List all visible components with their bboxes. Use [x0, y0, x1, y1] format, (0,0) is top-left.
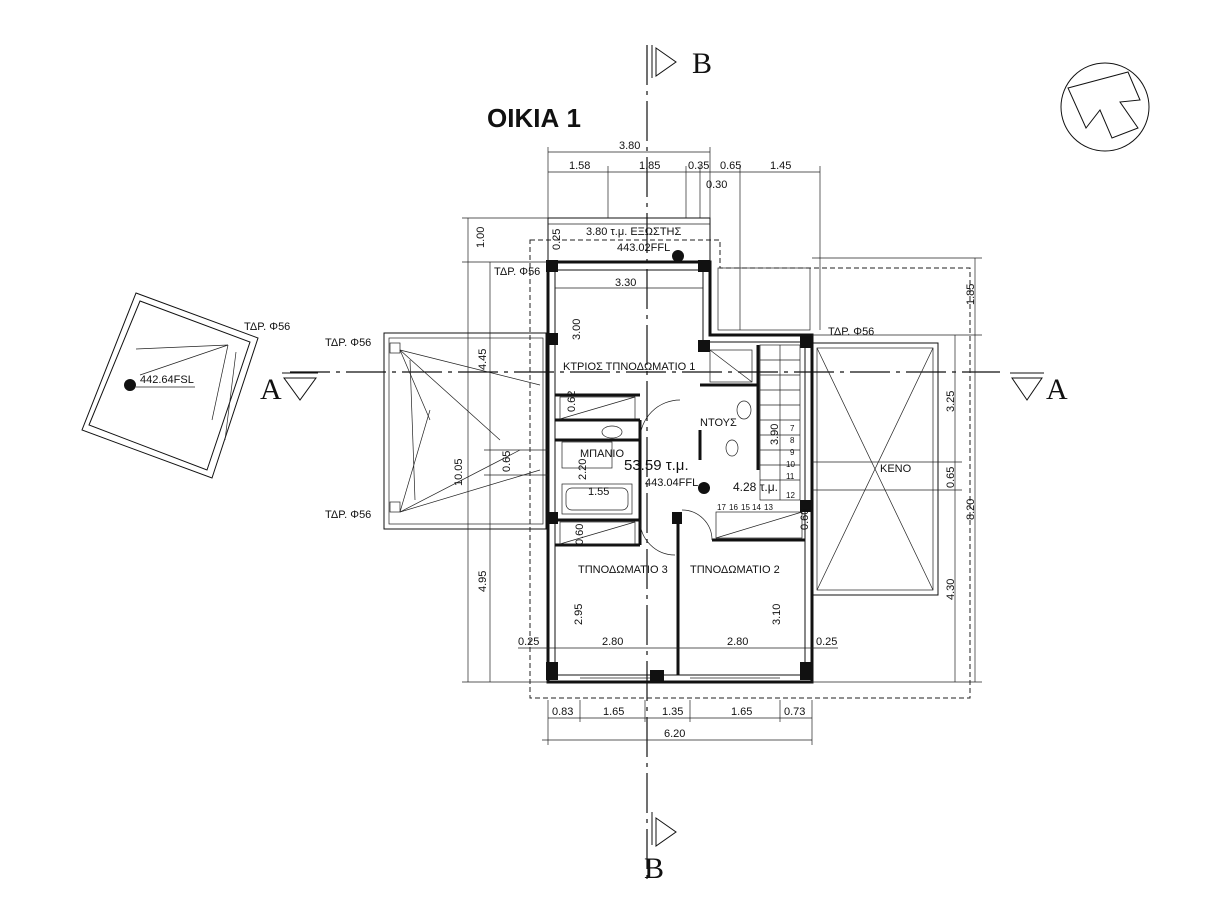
- stair-number: 14: [752, 503, 761, 512]
- dim-right-1: 1.85: [965, 284, 977, 305]
- stair-number: 8: [790, 436, 795, 445]
- area-main: 53.59 τ.μ.: [624, 457, 689, 474]
- stair-number: 12: [786, 491, 795, 500]
- dim-stair-length: 3.90: [769, 424, 781, 445]
- level-marker-icon: [698, 482, 710, 494]
- dim-top-5: 1.45: [770, 160, 791, 172]
- level-roof-slab: 442.64FSL: [140, 374, 194, 386]
- dim-bath-2: 2.20: [577, 459, 589, 480]
- stair-number: 13: [764, 503, 773, 512]
- dimension-chain-left: 1.00 4.45 10.05 4.95 0.65: [453, 217, 548, 683]
- dim-bottom-1: 0.83: [552, 706, 573, 718]
- dim-bedroom-3-depth: 2.95: [573, 604, 585, 625]
- balcony: 3.80 τ.μ. ΕΞΩΣΤΗΣ 443.02FFL 0.25 ΤΔΡ. Φ5…: [494, 217, 711, 278]
- dim-inner-right: 2.80: [727, 636, 748, 648]
- dim-top-2: 1.85: [639, 160, 660, 172]
- level-balcony: 443.02FFL: [617, 242, 670, 254]
- drain-label-5: ΤΔΡ. Φ56: [494, 266, 540, 278]
- dim-bottom-4: 1.65: [731, 706, 752, 718]
- void-area: ΚΕΝΟ ΤΔΡ. Φ56: [811, 326, 939, 596]
- upper-roof-outline: [717, 267, 811, 331]
- outline-below: [529, 239, 971, 699]
- bath-fixtures: [561, 349, 753, 515]
- dimension-chain-right: 1.85 3.25 0.65 8.20 4.30: [812, 257, 982, 683]
- dim-left-3: 10.05: [453, 458, 465, 486]
- stair-number: 16: [729, 503, 738, 512]
- room-label-balcony: 3.80 τ.μ. ΕΞΩΣΤΗΣ: [586, 226, 681, 238]
- stair-number: 11: [786, 472, 795, 481]
- dim-right-3: 0.65: [945, 467, 957, 488]
- dim-top-4: 0.65: [720, 160, 741, 172]
- room-label-void: ΚΕΝΟ: [880, 463, 912, 475]
- dim-right-5: 4.30: [945, 579, 957, 600]
- drain-label-1: ΤΔΡ. Φ56: [244, 321, 290, 333]
- room-label-bathroom: ΜΠΑΝΙΟ: [580, 448, 624, 460]
- dim-edge-right: 0.25: [816, 636, 837, 648]
- dim-top-1: 1.58: [569, 160, 590, 172]
- section-marker-b-top: B: [651, 45, 712, 80]
- dim-bedroom-2-depth: 3.10: [771, 604, 783, 625]
- section-marker-a-right: A: [1010, 372, 1068, 406]
- room-label-master-bedroom: ΚΤΡΙΟΣ ΤΠΝΟΔΩΜΑΤΙΟ 1: [563, 361, 695, 373]
- section-label-a-right: A: [1046, 373, 1068, 406]
- roof-slab: 442.64FSL ΤΔΡ. Φ56: [81, 292, 290, 479]
- plan-title: ΟΙΚΙΑ 1: [487, 103, 581, 133]
- section-label-a-left: A: [260, 373, 282, 406]
- area-stair: 4.28 τ.μ.: [733, 480, 778, 494]
- dim-wardrobe-3: 0.60: [799, 509, 811, 530]
- dim-top-small: 0.30: [706, 179, 727, 191]
- wardrobes: [559, 396, 803, 545]
- dim-master-width: 3.30: [615, 277, 636, 289]
- stair-number: 17: [717, 503, 726, 512]
- room-label-bedroom-2: ΤΠΝΟΔΩΜΑΤΙΟ 2: [690, 564, 780, 576]
- dim-inner-left: 2.80: [602, 636, 623, 648]
- room-label-shower: ΝΤΟΥΣ: [700, 417, 737, 429]
- section-marker-a-left: A: [260, 372, 318, 406]
- dim-top-total: 3.80: [619, 140, 640, 152]
- stair-number: 7: [790, 424, 795, 433]
- dim-bottom-3: 1.35: [662, 706, 683, 718]
- dim-master-depth: 3.00: [571, 319, 583, 340]
- dim-right-2: 3.25: [945, 391, 957, 412]
- section-label-b-bottom: B: [644, 852, 664, 885]
- dim-wardrobe-1: 0.62: [566, 391, 578, 412]
- dim-balcony-depth: 0.25: [551, 229, 563, 250]
- dim-top-3: 0.35: [688, 160, 709, 172]
- dim-edge-left: 0.25: [518, 636, 539, 648]
- dim-bottom-2: 1.65: [603, 706, 624, 718]
- stair: 7 8 9 10 11 12 13 14 15 16 17 3.90: [717, 344, 801, 512]
- dimension-chain-bottom: 0.25 2.80 2.80 0.25 0.83 1.65 1.35 1.65 …: [518, 391, 838, 745]
- dim-left-5: 0.65: [501, 451, 513, 472]
- dim-bottom-total: 6.20: [664, 728, 685, 740]
- stair-number: 15: [741, 503, 750, 512]
- dimension-chain-top: 3.80 1.58 1.85 0.35 0.65 1.45 0.30 3.30 …: [547, 140, 821, 340]
- section-label-b-top: B: [692, 47, 712, 80]
- dim-wardrobe-2: 0.60: [574, 524, 586, 545]
- dim-bottom-5: 0.73: [784, 706, 805, 718]
- dim-left-1: 1.00: [475, 227, 487, 248]
- north-arrow-icon: [1060, 62, 1150, 152]
- stair-number: 9: [790, 448, 795, 457]
- left-terrace: ΤΔΡ. Φ56 ΤΔΡ. Φ56: [325, 332, 547, 530]
- dim-left-2: 4.45: [477, 349, 489, 370]
- drain-label-2: ΤΔΡ. Φ56: [325, 337, 371, 349]
- section-marker-b-bottom: B: [644, 812, 677, 885]
- level-main: 443.04FFL: [645, 477, 698, 489]
- dim-right-4: 8.20: [965, 499, 977, 520]
- drain-label-4: ΤΔΡ. Φ56: [828, 326, 874, 338]
- dim-bath-1: 1.55: [588, 486, 609, 498]
- drain-label-3: ΤΔΡ. Φ56: [325, 509, 371, 521]
- room-label-bedroom-3: ΤΠΝΟΔΩΜΑΤΙΟ 3: [578, 564, 668, 576]
- dim-left-4: 4.95: [477, 571, 489, 592]
- stair-number: 10: [786, 460, 795, 469]
